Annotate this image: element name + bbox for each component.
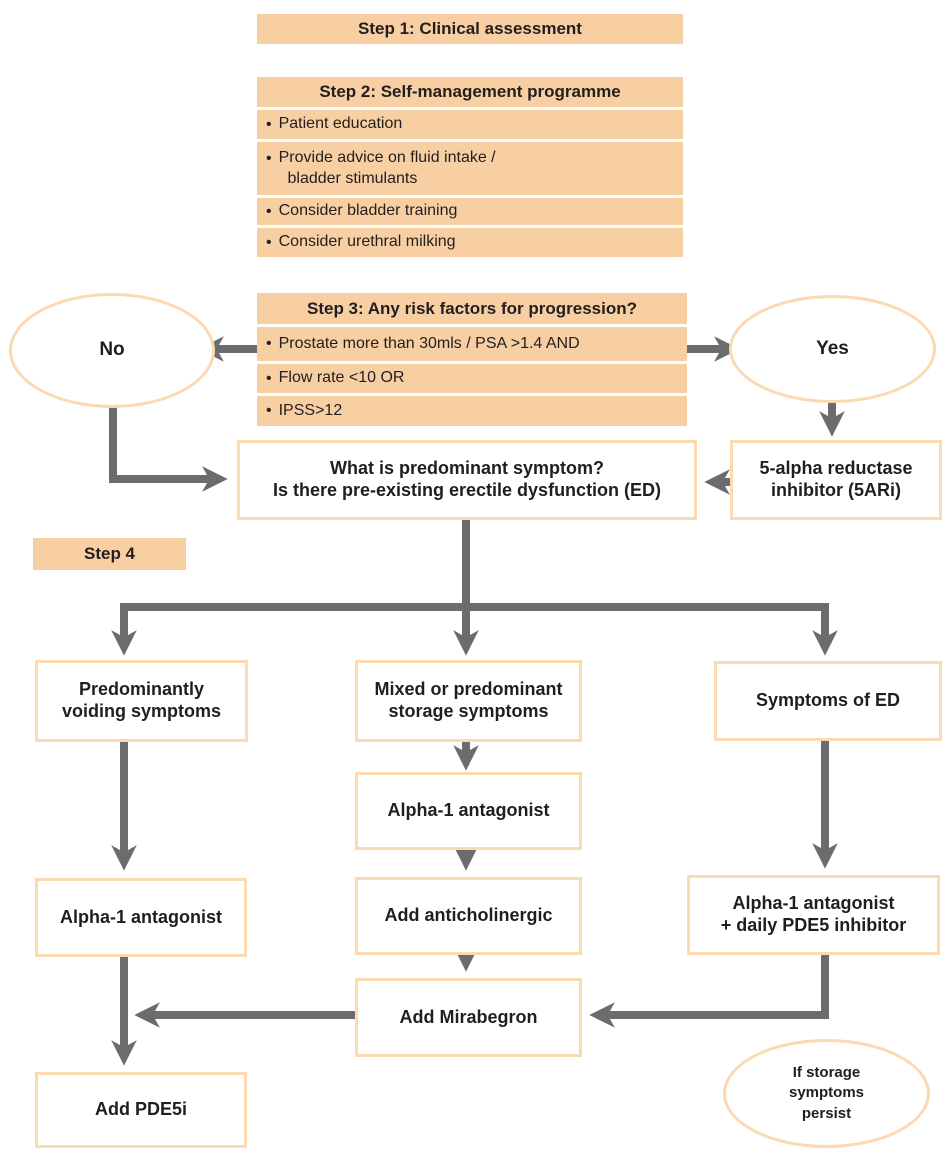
step3-item-ipss: • IPSS>12 <box>257 396 687 426</box>
step3-item-prostate-psa: • Prostate more than 30mls / PSA >1.4 AN… <box>257 327 687 361</box>
step3-item-label: Flow rate <10 OR <box>278 369 405 387</box>
symptoms-of-ed-box: Symptoms of ED <box>714 661 942 741</box>
alpha1-antagonist-left-box: Alpha-1 antagonist <box>35 878 247 957</box>
step3-item-label: Prostate more than 30mls / PSA >1.4 AND <box>278 334 580 352</box>
step2-item-label: Consider urethral milking <box>278 233 456 251</box>
alpha1-antagonist-mid-box: Alpha-1 antagonist <box>355 772 582 850</box>
step3-item-flow-rate: • Flow rate <10 OR <box>257 364 687 393</box>
bullet-icon: • <box>266 202 272 220</box>
step2-item-patient-education: • Patient education <box>257 110 683 139</box>
step2-item-label: Provide advice on fluid intake / bladder… <box>278 149 496 187</box>
step2-header: Step 2: Self-management programme <box>257 77 683 107</box>
bullet-icon: • <box>266 402 272 419</box>
step2-item-fluid-advice: • Provide advice on fluid intake / bladd… <box>257 142 683 195</box>
add-pde5i-box: Add PDE5i <box>35 1072 247 1148</box>
alpha1-plus-pde5-box: Alpha-1 antagonist + daily PDE5 inhibito… <box>687 875 940 955</box>
decision-no-ellipse: No <box>9 293 215 408</box>
step2-item-label: Consider bladder training <box>278 202 458 220</box>
branch-line-step4 <box>111 603 838 656</box>
step2-item-bladder-training: • Consider bladder training <box>257 198 683 225</box>
step2-item-urethral-milking: • Consider urethral milking <box>257 228 683 257</box>
arrow-no-to-question <box>109 400 228 492</box>
storage-symptoms-persist-ellipse: If storage symptoms persist <box>723 1039 930 1148</box>
step1-header: Step 1: Clinical assessment <box>257 14 683 44</box>
add-mirabegron-box: Add Mirabegron <box>355 978 582 1057</box>
bullet-icon: • <box>266 335 272 352</box>
step4-label: Step 4 <box>33 538 186 570</box>
bullet-icon: • <box>266 233 272 251</box>
step3-header: Step 3: Any risk factors for progression… <box>257 293 687 324</box>
step2-item-label: Patient education <box>278 115 403 133</box>
5ari-box: 5-alpha reductase inhibitor (5ARi) <box>730 440 942 520</box>
predominant-symptom-question-box: What is predominant symptom? Is there pr… <box>237 440 697 520</box>
bullet-icon: • <box>266 115 272 133</box>
decision-yes-ellipse: Yes <box>729 295 936 403</box>
voiding-symptoms-box: Predominantly voiding symptoms <box>35 660 248 742</box>
line-alpha1pde5-to-mirabegron <box>589 955 829 1028</box>
mixed-storage-symptoms-box: Mixed or predominant storage symptoms <box>355 660 582 742</box>
bullet-icon: • <box>266 150 272 167</box>
bullet-icon: • <box>266 369 272 387</box>
step3-item-label: IPSS>12 <box>278 401 343 419</box>
add-anticholinergic-box: Add anticholinergic <box>355 877 582 955</box>
